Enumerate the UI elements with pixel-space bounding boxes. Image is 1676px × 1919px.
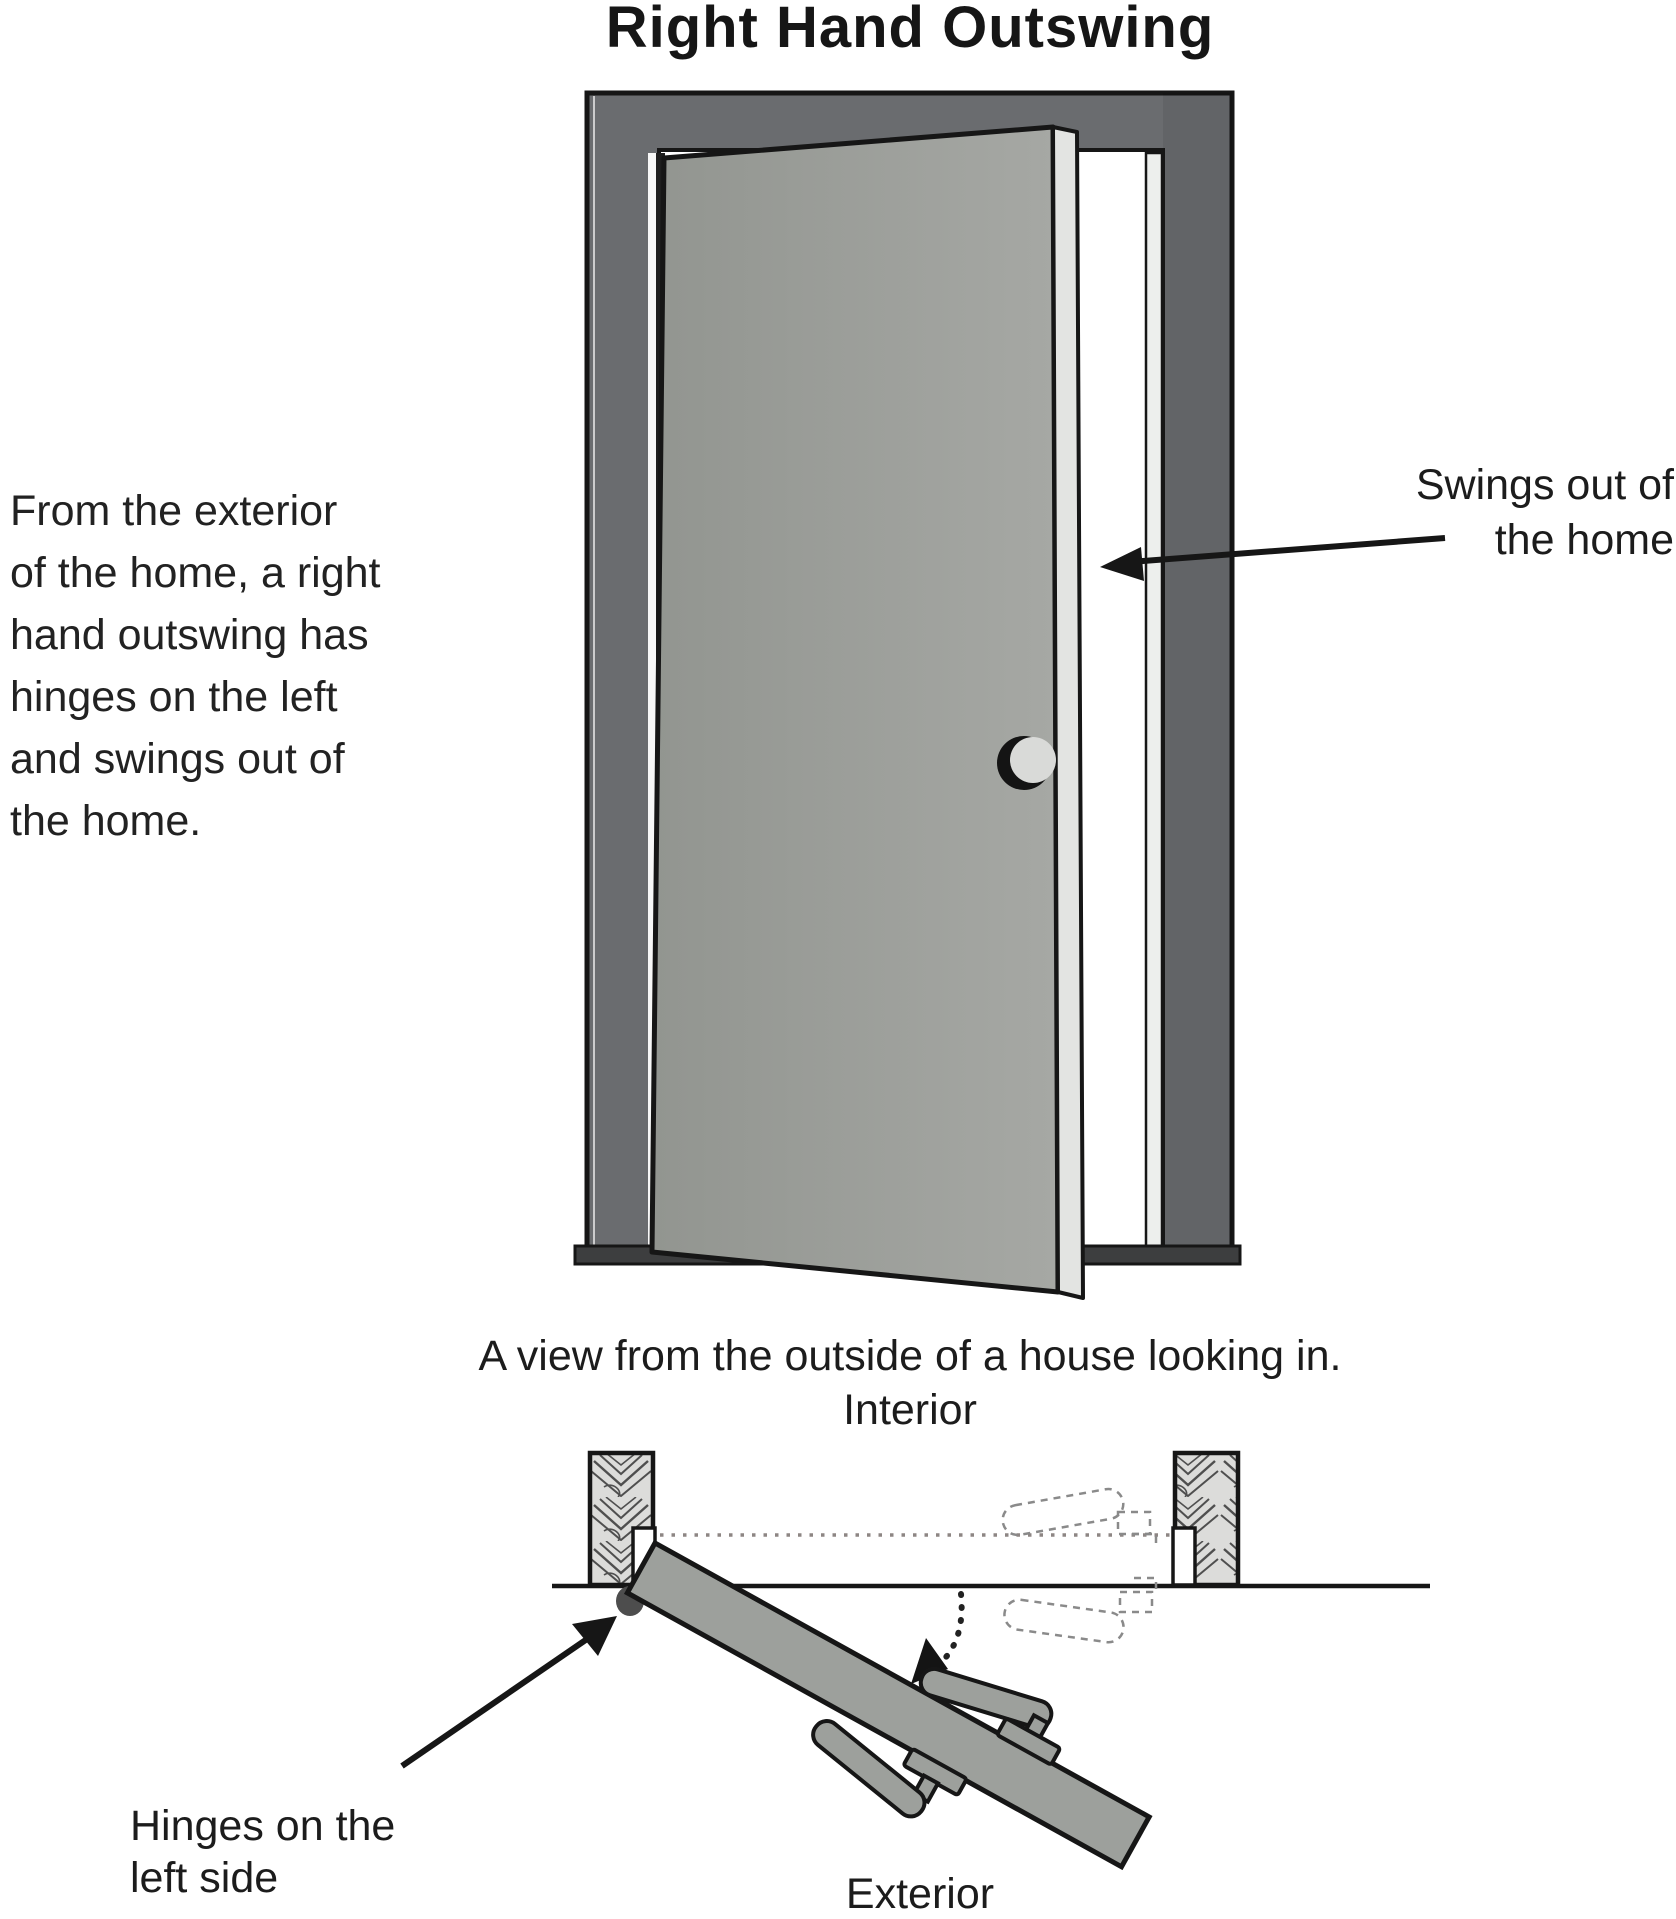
swings-annotation: Swings out of the home <box>1340 458 1674 568</box>
ghost-handle <box>1001 1487 1158 1644</box>
hinge-jamb-sliver <box>648 153 656 1246</box>
latch-jamb-edge <box>1144 151 1164 1248</box>
hinge-arrow-icon <box>400 1616 617 1769</box>
door-handle-top-view-lower <box>811 1719 968 1819</box>
description-line: hand outswing has <box>10 611 369 659</box>
door-handle-top-view-upper <box>918 1666 1062 1766</box>
elevation-view <box>573 90 1242 1300</box>
right-jamb <box>1171 1450 1241 1588</box>
right-jamb-notch <box>1171 1526 1197 1587</box>
door-knob <box>997 736 1056 790</box>
description-line: and swings out of <box>10 735 345 783</box>
description-line: of the home, a right <box>10 549 381 597</box>
door-slab <box>623 1539 1153 1871</box>
door-top-view <box>623 1539 1153 1871</box>
page-title: Right Hand Outswing <box>605 0 1215 60</box>
description-line: hinges on the left <box>10 673 338 721</box>
swings-annotation-line: the home <box>1494 516 1674 564</box>
description-paragraph: From the exterior of the home, a right h… <box>10 480 470 852</box>
door-leaf <box>649 124 1061 1295</box>
hinges-annotation-line: left side <box>130 1854 279 1902</box>
description-line: the home. <box>10 797 202 845</box>
view-caption: A view from the outside of a house looki… <box>478 1332 1342 1380</box>
hinges-annotation-line: Hinges on the <box>130 1802 396 1850</box>
description-line: From the exterior <box>10 487 338 535</box>
plan-view <box>400 1450 1430 1871</box>
swing-arrow-icon <box>1100 535 1446 581</box>
frame-right-shade <box>1163 93 1232 1262</box>
swings-annotation-line: Swings out of <box>1415 461 1674 509</box>
hinges-annotation: Hinges on the left side <box>130 1800 395 1904</box>
door-edge-face <box>1051 125 1085 1300</box>
interior-label: Interior <box>843 1386 977 1434</box>
exterior-label: Exterior <box>845 1870 995 1918</box>
